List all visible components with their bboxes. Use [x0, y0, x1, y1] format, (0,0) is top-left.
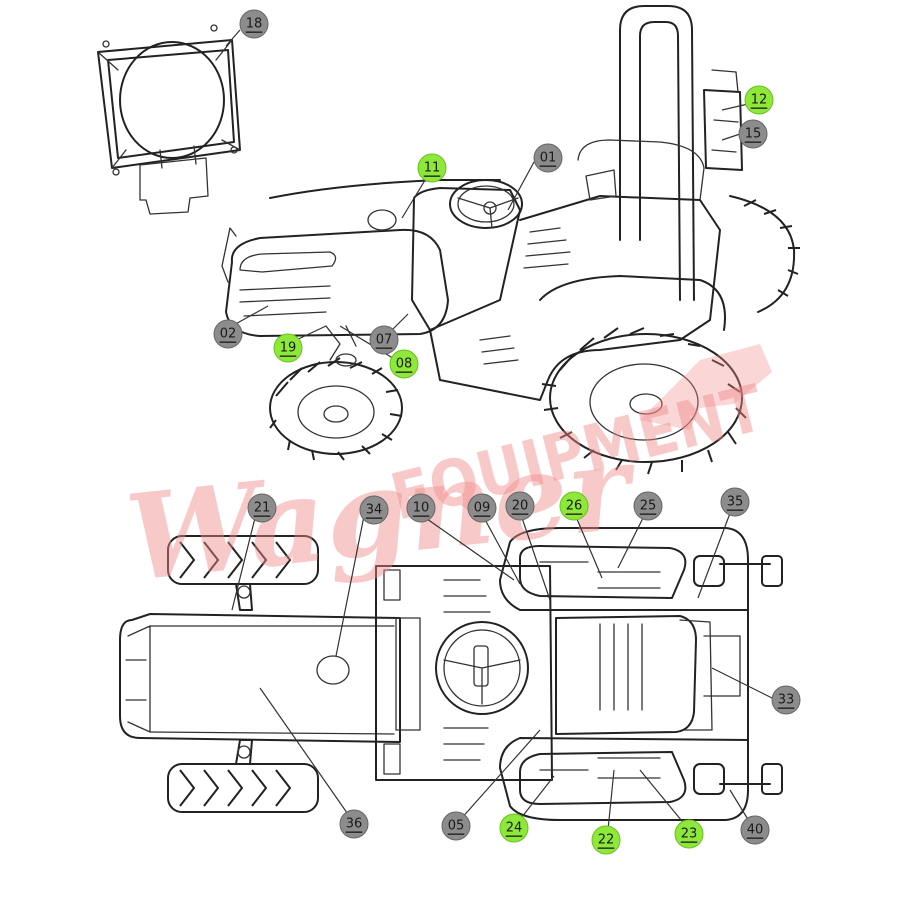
callout-36: 36: [339, 809, 369, 839]
callout-35: 35: [720, 487, 750, 517]
callout-number: 33: [778, 693, 795, 708]
callout-10: 10: [406, 493, 436, 523]
callout-24: 24: [499, 813, 529, 843]
callout-badge-circle: [273, 333, 303, 363]
callout-badge-circle: [239, 9, 269, 39]
callout-badge-circle: [247, 493, 277, 523]
callout-08: 08: [389, 349, 419, 379]
callout-09: 09: [467, 493, 497, 523]
callout-number: 01: [540, 151, 557, 166]
callout-badge-circle: [738, 119, 768, 149]
callout-25: 25: [633, 491, 663, 521]
callout-12: 12: [744, 85, 774, 115]
radiator-screen-drawing: [97, 24, 241, 215]
callout-badge-circle: [441, 811, 471, 841]
callout-number: 18: [246, 17, 263, 32]
callout-number: 26: [566, 499, 583, 514]
callout-40: 40: [740, 815, 770, 845]
callout-21: 21: [247, 493, 277, 523]
callout-number: 35: [727, 495, 744, 510]
tractor-iso-drawing: [221, 5, 800, 475]
callout-number: 20: [512, 499, 529, 514]
callout-badge-circle: [533, 143, 563, 173]
callout-badge-circle: [213, 319, 243, 349]
callout-badge-circle: [359, 495, 389, 525]
callout-20: 20: [505, 491, 535, 521]
callout-number: 10: [413, 501, 430, 516]
callout-number: 21: [254, 501, 271, 516]
callout-number: 09: [474, 501, 491, 516]
callout-number: 25: [640, 499, 657, 514]
callout-number: 02: [220, 327, 237, 342]
callout-05: 05: [441, 811, 471, 841]
callout-badge-circle: [369, 325, 399, 355]
callout-11: 11: [417, 153, 447, 183]
callout-01: 01: [533, 143, 563, 173]
callout-19: 19: [273, 333, 303, 363]
callout-15: 15: [738, 119, 768, 149]
callout-badge-circle: [740, 815, 770, 845]
callout-number: 19: [280, 341, 297, 356]
callout-number: 05: [448, 819, 465, 834]
callout-badge-circle: [720, 487, 750, 517]
watermark: Wagner EQUIPMENT: [120, 344, 772, 608]
callout-number: 24: [506, 821, 523, 836]
tractor-top-drawing: [119, 527, 783, 821]
callout-26: 26: [559, 491, 589, 521]
callout-34: 34: [359, 495, 389, 525]
callout-badge-circle: [591, 825, 621, 855]
callout-number: 40: [747, 823, 764, 838]
callout-badge-circle: [499, 813, 529, 843]
callout-badge-circle: [771, 685, 801, 715]
callout-number: 12: [751, 93, 768, 108]
callout-number: 08: [396, 357, 413, 372]
watermark-tractor-icon: [640, 344, 772, 430]
callout-number: 34: [366, 503, 383, 518]
callout-23: 23: [674, 819, 704, 849]
callout-number: 22: [598, 833, 615, 848]
callout-18: 18: [239, 9, 269, 39]
callout-badge-circle: [744, 85, 774, 115]
callout-22: 22: [591, 825, 621, 855]
callout-badge-circle: [406, 493, 436, 523]
callout-number: 36: [346, 817, 363, 832]
callout-badge-circle: [467, 493, 497, 523]
callout-badge-circle: [559, 491, 589, 521]
callout-33: 33: [771, 685, 801, 715]
callout-number: 15: [745, 127, 762, 142]
callout-number: 11: [424, 161, 441, 176]
callout-07: 07: [369, 325, 399, 355]
callout-badge-circle: [417, 153, 447, 183]
callout-number: 07: [376, 333, 393, 348]
callout-badge-circle: [505, 491, 535, 521]
callout-number: 23: [681, 827, 698, 842]
callout-02: 02: [213, 319, 243, 349]
callout-badge-circle: [339, 809, 369, 839]
callout-badge-circle: [674, 819, 704, 849]
callout-badge-circle: [389, 349, 419, 379]
callout-badge-circle: [633, 491, 663, 521]
